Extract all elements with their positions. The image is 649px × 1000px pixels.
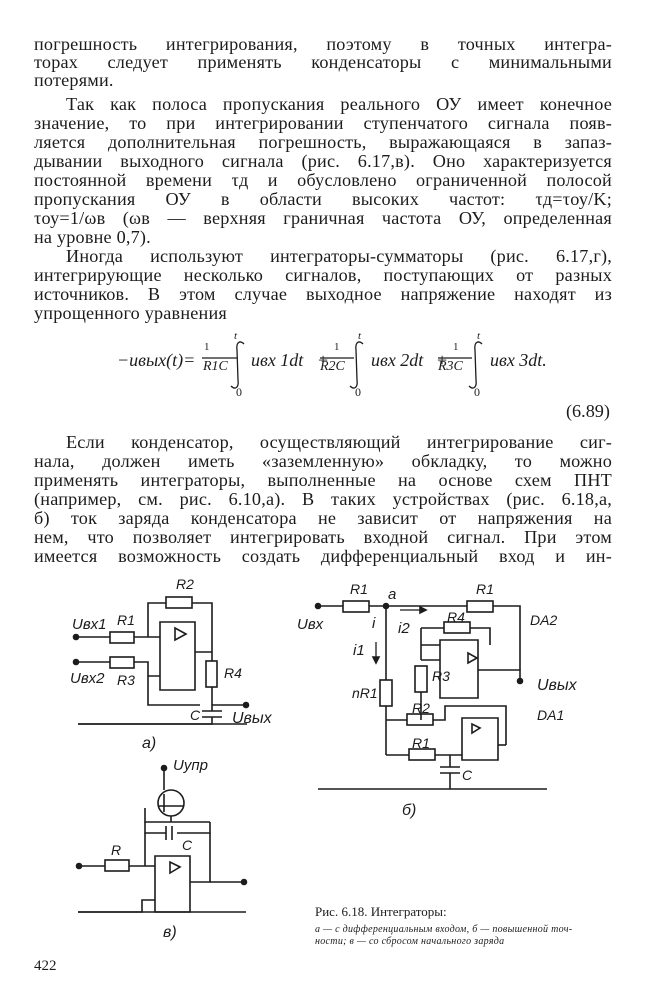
text-line: нем, что позволяет интегрировать входной… xyxy=(34,527,612,547)
label-r1: R1 xyxy=(117,612,135,628)
resistor-r1-top xyxy=(466,600,494,613)
equation-coef-num: 1 xyxy=(334,341,340,353)
equation-upper-limit: t xyxy=(477,330,481,342)
text-line: значение, то при интегрировании ступенча… xyxy=(34,113,612,133)
label-i2: i2 xyxy=(398,620,410,637)
label-i: i xyxy=(372,615,376,632)
label-r4: R4 xyxy=(447,609,465,625)
label-nr1: nR1 xyxy=(352,685,378,701)
text-line: Так как полоса пропускания реального ОУ … xyxy=(66,94,612,114)
resistor-nr1 xyxy=(379,679,393,707)
page-number: 422 xyxy=(34,958,57,974)
label-r2: R2 xyxy=(176,576,194,592)
figure-a-label: а) xyxy=(142,735,157,752)
label-node-a: a xyxy=(388,586,397,603)
equation-coef-num: 1 xyxy=(453,341,459,353)
label-uvyx: Uвых xyxy=(232,710,272,727)
equation-coef-den: R2C xyxy=(320,359,345,374)
label-c: C xyxy=(190,707,201,723)
equation-coef-den: R3C xyxy=(438,359,463,374)
text-line: на уровне 0,7). xyxy=(34,227,151,247)
equation-plus: + xyxy=(437,350,448,370)
label-c: C xyxy=(182,837,193,853)
equation-integrand: uвх 1dt xyxy=(251,350,304,370)
label-r1-low: R1 xyxy=(412,735,430,751)
text-line: (например, см. рис. 6.10,а). В таких уст… xyxy=(34,489,612,509)
figure-caption-line: ности; в — со сбросом начального заряда xyxy=(315,936,505,947)
label-r4: R4 xyxy=(224,665,242,681)
opamp-da1 xyxy=(461,717,499,761)
equation-lower-limit: 0 xyxy=(236,385,242,399)
text-line: источников. В этом случае выходное напря… xyxy=(34,284,612,304)
label-r1-top: R1 xyxy=(476,581,494,597)
text-line: ляется дополнительная погрешность, выраж… xyxy=(34,132,612,152)
transistor-circle xyxy=(157,789,185,817)
opamp-box xyxy=(159,621,196,691)
label-uupr: Uупр xyxy=(173,757,208,774)
resistor-r1 xyxy=(342,600,370,613)
equation-number: (6.89) xyxy=(566,401,610,421)
circuit-c xyxy=(75,764,248,913)
equation-upper-limit: t xyxy=(234,330,238,342)
equation-upper-limit: t xyxy=(358,330,362,342)
opamp-box xyxy=(154,855,191,913)
label-r1: R1 xyxy=(350,581,368,597)
label-r3: R3 xyxy=(432,668,450,684)
text-line: б) ток заряда конденсатора не зависит от… xyxy=(34,508,612,528)
opamp-da2 xyxy=(439,639,479,699)
equation-integrand: uвх 3dt. xyxy=(490,350,547,370)
label-da1: DA1 xyxy=(537,707,565,723)
figure-c-label: в) xyxy=(163,924,177,941)
resistor-r3 xyxy=(109,656,135,669)
label-uvyx: Uвых xyxy=(537,677,577,694)
resistor-r3 xyxy=(414,665,428,693)
resistor-r1 xyxy=(109,631,135,644)
figure-caption-title: Рис. 6.18. Интеграторы: xyxy=(315,904,447,919)
label-i1: i1 xyxy=(353,642,365,659)
equation-lower-limit: 0 xyxy=(474,385,480,399)
resistor-r xyxy=(104,859,130,872)
text-line: дывании выходного сигнала (рис. 6.17,в).… xyxy=(34,151,612,171)
resistor-r4 xyxy=(205,660,218,688)
label-r: R xyxy=(111,842,122,858)
label-c: C xyxy=(462,767,473,783)
label-uvx: Uвх xyxy=(297,616,324,633)
equation-lower-limit: 0 xyxy=(355,385,361,399)
text-line: упрощенного уравнения xyxy=(34,303,227,323)
figure-b-label: б) xyxy=(402,802,417,819)
text-line: Иногда используют интеграторы-сумматоры … xyxy=(66,246,612,266)
label-da2: DA2 xyxy=(530,612,558,628)
text-line: постоянной времени τд и обусловлено огра… xyxy=(34,170,612,190)
text-line: погрешность интегрирования, поэтому в то… xyxy=(34,34,612,54)
text-line: имеется возможность создать дифференциал… xyxy=(34,546,612,566)
circuit-a xyxy=(72,596,250,725)
text-line: пропускания ОУ в области высоких частот:… xyxy=(34,189,612,209)
text-line: применять интеграторы, выполненные на ос… xyxy=(34,470,612,490)
figure-caption-line: а — с дифференциальным входом, б — повыш… xyxy=(315,924,573,935)
resistor-r2 xyxy=(165,596,193,609)
label-uvx2: Uвх2 xyxy=(70,670,105,687)
text-line: Если конденсатор, осуществляющий интегри… xyxy=(66,432,612,452)
text-line: τоу=1/ωв (ωв — верхняя граничная частота… xyxy=(34,208,612,228)
text-line: нала, должен иметь «заземленную» обкладк… xyxy=(34,451,612,471)
equation-lhs: −uвых(t)= xyxy=(117,350,196,370)
equation-plus: + xyxy=(318,350,329,370)
label-r2: R2 xyxy=(412,700,430,716)
equation-coef-den: R1C xyxy=(203,359,228,374)
equation-integrand: uвх 2dt xyxy=(371,350,424,370)
label-uvx1: Uвх1 xyxy=(72,616,107,633)
text-line: торах следует применять конденсаторы с м… xyxy=(34,52,612,72)
label-r3: R3 xyxy=(117,672,135,688)
integral-signs xyxy=(202,341,483,389)
text-line: потерями. xyxy=(34,70,114,90)
circuit-b xyxy=(314,600,547,790)
text-line: интегрирующие несколько сигналов, поступ… xyxy=(34,265,612,285)
equation-coef-num: 1 xyxy=(204,341,210,353)
